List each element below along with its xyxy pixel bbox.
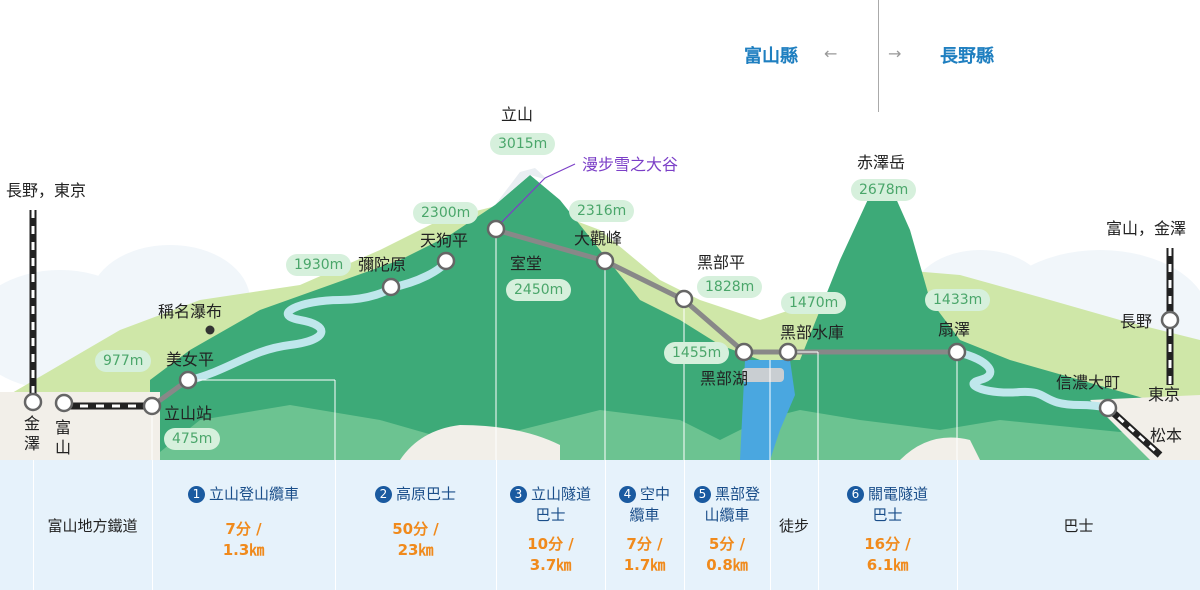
segment-table <box>0 460 1200 590</box>
segment-time: 10分 / <box>527 535 574 553</box>
segment-title: 立山登山纜車 <box>208 485 299 503</box>
label-shinano-omachi: 信濃大町 <box>1056 373 1121 392</box>
segment-distance: 1.7㎞ <box>623 556 666 574</box>
label-toyama-kanazawa: 富山，金澤 <box>1106 219 1187 238</box>
arrow-left-icon: ← <box>824 44 838 63</box>
station-toyama[interactable] <box>54 393 74 413</box>
segment-distance: 0.8㎞ <box>706 556 748 574</box>
snow-cap <box>495 168 548 205</box>
main-mountains <box>150 175 1200 460</box>
label-murodo: 室堂 <box>510 254 543 273</box>
waterfall-marker <box>205 325 215 335</box>
elev-kurobedam: 1470m <box>781 292 847 314</box>
label-toyama: 富山 <box>55 418 72 457</box>
segment-time: 5分 / <box>708 535 746 553</box>
station-kurobedaira[interactable] <box>674 289 694 309</box>
station-bijodaira[interactable] <box>178 370 198 390</box>
label-ogisawa: 扇澤 <box>938 320 971 339</box>
number-badge: 4 <box>618 486 636 503</box>
arrow-right-icon: → <box>888 44 902 63</box>
label-bijodaira: 美女平 <box>166 350 215 369</box>
number-badge: 3 <box>509 486 527 503</box>
label-shomyo-falls: 稱名瀑布 <box>158 302 223 321</box>
segment-walk: 徒步 <box>778 516 809 535</box>
peak-tateyama-elev: 3015m <box>490 133 556 155</box>
prefecture-divider <box>878 0 879 112</box>
station-shinano[interactable] <box>1098 398 1118 418</box>
segment-title: 高原巴士 <box>395 485 456 503</box>
bus-road-right <box>953 348 1112 412</box>
station-nagano[interactable] <box>1160 310 1180 330</box>
station-ogisawa[interactable] <box>947 342 967 362</box>
segment-distance: 3.7㎞ <box>529 556 572 574</box>
segment-time: 50分 / <box>392 520 439 538</box>
number-badge: 6 <box>846 486 864 503</box>
kurobe-lake <box>740 360 795 460</box>
elev-midagahara: 1930m <box>286 254 352 276</box>
label-nagano: 長野 <box>1120 312 1153 331</box>
segment-time: 16分 / <box>864 535 911 553</box>
elev-daikanbo: 2316m <box>569 200 635 222</box>
station-daikanbo[interactable] <box>595 251 615 271</box>
label-tengudaira: 天狗平 <box>420 231 469 250</box>
number-badge: 5 <box>693 486 711 503</box>
station-tateyama[interactable] <box>142 396 162 416</box>
elev-tateyama-station: 475m <box>164 428 221 450</box>
station-tengudaira[interactable] <box>436 251 456 271</box>
segment-title: 空中 纜車 <box>629 485 670 524</box>
label-daikanbo: 大觀峰 <box>574 229 623 248</box>
station-midagahara[interactable] <box>381 277 401 297</box>
segment-title: 關電隧道 巴士 <box>867 485 928 524</box>
segment-distance: 1.3㎞ <box>222 541 265 559</box>
pref-toyama-label: 富山縣 <box>744 46 798 67</box>
segment-distance: 6.1㎞ <box>866 556 909 574</box>
label-kurobeko: 黑部湖 <box>700 369 749 388</box>
label-kurobedaira: 黑部平 <box>697 253 746 272</box>
segment-time: 7分 / <box>225 520 262 538</box>
segment-distance: 23㎞ <box>397 541 434 559</box>
label-tokyo: 東京 <box>1148 385 1181 404</box>
snow-valley-label[interactable]: 漫步雪之大谷 <box>582 155 679 174</box>
elev-murodo: 2450m <box>506 279 572 301</box>
segment-toyama-rail: 富山地方鐵道 <box>47 516 138 535</box>
dam-wall <box>742 368 784 382</box>
elev-kurobeko: 1455m <box>664 342 730 364</box>
segment-title: 立山隧道 巴士 <box>530 485 591 524</box>
label-kurobedam: 黑部水庫 <box>780 323 845 342</box>
station-kanazawa[interactable] <box>23 392 43 412</box>
station-murodo[interactable] <box>486 219 506 239</box>
label-midagahara: 彌陀原 <box>358 255 407 274</box>
number-badge: 1 <box>187 486 205 503</box>
label-kanazawa: 金澤 <box>24 414 41 453</box>
label-nagano-tokyo: 長野，東京 <box>6 181 87 200</box>
elev-bijodaira: 977m <box>95 350 152 372</box>
elev-tengudaira: 2300m <box>413 202 479 224</box>
peak-tateyama-name: 立山 <box>501 105 534 124</box>
station-kurobeko[interactable] <box>734 342 754 362</box>
station-kurobedam[interactable] <box>778 342 798 362</box>
elev-ogisawa: 1433m <box>925 289 991 311</box>
segment-title: 黑部登 山纜車 <box>704 485 760 524</box>
label-tateyama-station: 立山站 <box>164 404 213 423</box>
elev-kurobedaira: 1828m <box>697 276 763 298</box>
number-badge: 2 <box>374 486 392 503</box>
segment-bus2: 巴士 <box>1063 516 1094 535</box>
pref-nagano-label: 長野縣 <box>940 46 994 67</box>
segment-time: 7分 / <box>626 535 663 553</box>
peak-akazawa-name: 赤澤岳 <box>857 153 906 172</box>
peak-akazawa-elev: 2678m <box>851 179 917 201</box>
label-matsumoto: 松本 <box>1150 426 1183 445</box>
